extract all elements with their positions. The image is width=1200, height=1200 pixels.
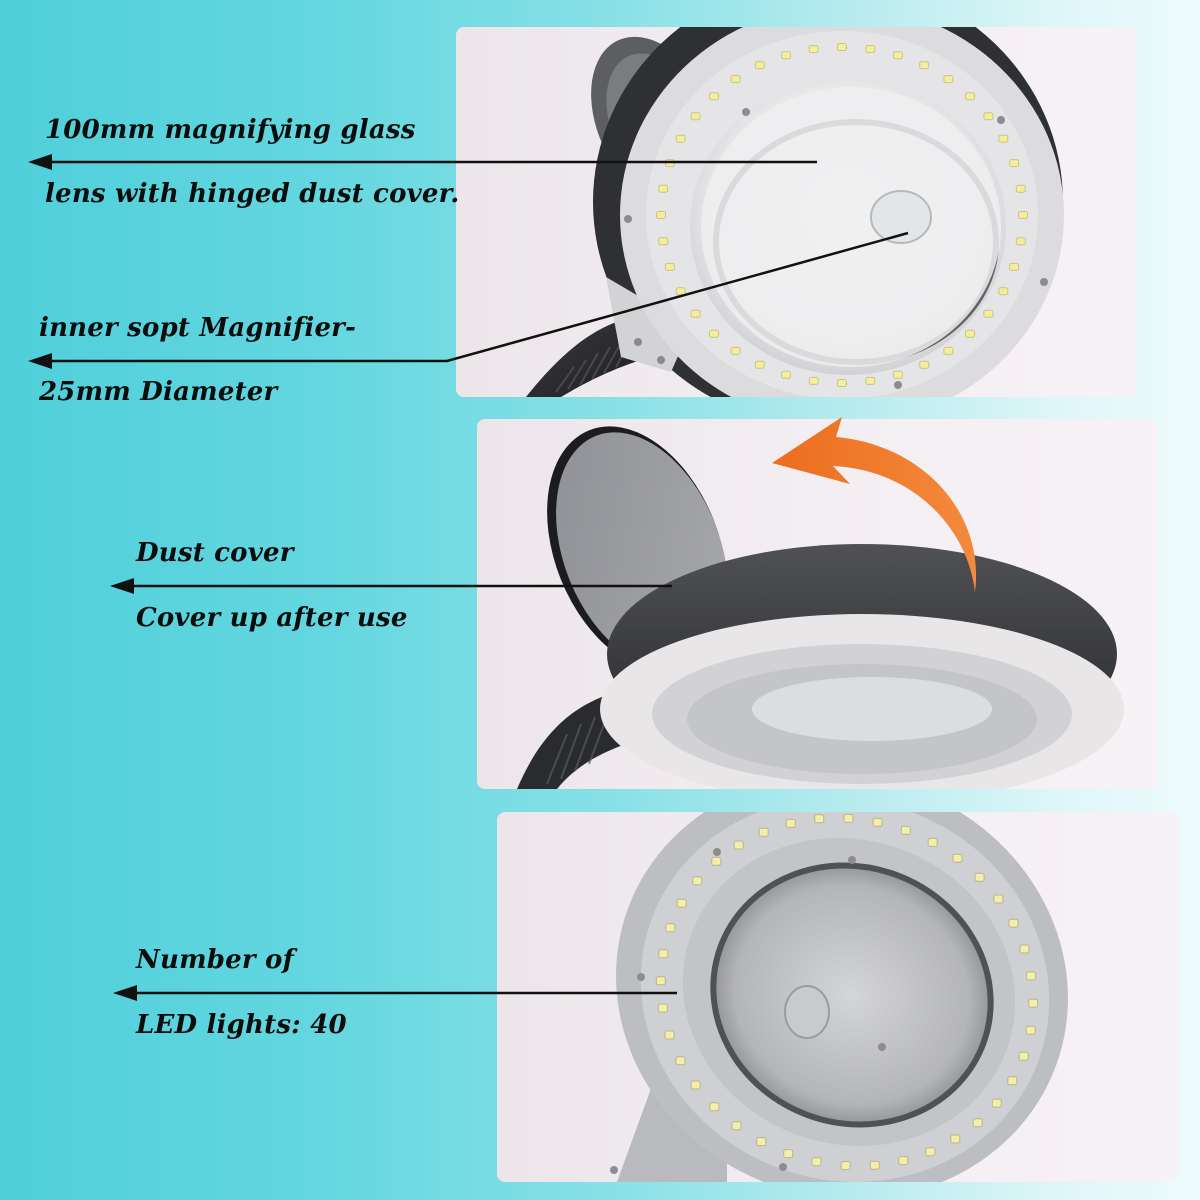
led-light <box>690 309 701 318</box>
led-light <box>1009 159 1020 168</box>
led-light <box>1019 944 1030 954</box>
callout-led-count-line1: Number of <box>136 945 294 975</box>
led-light <box>991 1098 1002 1108</box>
led-light <box>658 949 669 959</box>
callout-led-count-line2: LED lights: 40 <box>136 1010 347 1040</box>
led-light <box>655 976 666 986</box>
led-light <box>709 92 719 101</box>
led-light <box>675 287 686 296</box>
led-light <box>1007 1076 1018 1086</box>
led-light <box>925 1147 936 1157</box>
led-light <box>808 376 819 385</box>
led-light <box>919 61 930 70</box>
led-light <box>676 898 687 908</box>
led-light <box>1028 998 1039 1008</box>
led-light <box>983 112 994 121</box>
led-light <box>730 75 741 84</box>
led-light <box>664 159 675 168</box>
led-light <box>785 818 796 828</box>
led-light <box>1009 262 1020 271</box>
led-light <box>690 112 701 121</box>
led-light <box>950 1134 961 1144</box>
led-light <box>869 1160 880 1170</box>
callout-inner-spot-line1: inner sopt Magnifier- <box>39 313 357 343</box>
led-light <box>709 329 719 338</box>
led-light <box>731 1121 742 1131</box>
led-light <box>711 856 722 866</box>
led-light <box>892 51 903 60</box>
led-light <box>927 837 938 847</box>
led-light <box>965 92 975 101</box>
led-light <box>709 1102 720 1112</box>
led-light <box>1025 1025 1036 1035</box>
led-light <box>758 827 769 837</box>
led-light <box>837 379 847 387</box>
led-light <box>965 329 975 338</box>
led-light <box>754 360 765 369</box>
led-light <box>783 1149 794 1159</box>
led-light <box>943 346 954 355</box>
led-light <box>658 237 669 246</box>
product-photo-dust-cover-open <box>477 419 1158 789</box>
led-light <box>972 1118 983 1128</box>
led-light <box>943 75 954 84</box>
callout-inner-spot-line2: 25mm Diameter <box>39 377 278 407</box>
led-light <box>952 853 963 863</box>
led-light <box>1008 918 1019 928</box>
product-photo-led-ring <box>497 812 1178 1182</box>
led-light <box>919 360 930 369</box>
led-light <box>998 134 1009 143</box>
led-light <box>865 376 876 385</box>
led-light <box>690 1080 701 1090</box>
led-light <box>754 61 765 70</box>
led-light <box>892 370 903 379</box>
led-light <box>814 814 825 824</box>
led-light <box>1026 971 1037 981</box>
lamp-cover-open-illustration <box>517 426 1124 789</box>
callout-lens-line2: lens with hinged dust cover. <box>45 179 460 209</box>
led-light <box>1015 237 1026 246</box>
led-light <box>730 346 741 355</box>
led-light <box>993 894 1004 904</box>
led-light <box>781 370 792 379</box>
led-light <box>675 1056 686 1066</box>
led-light <box>656 211 666 219</box>
led-light <box>733 840 744 850</box>
lamp-front-illustration <box>526 27 1064 397</box>
led-light <box>657 1003 668 1013</box>
led-light <box>983 309 994 318</box>
led-light <box>664 1030 675 1040</box>
led-light <box>837 43 847 51</box>
led-light <box>756 1137 767 1147</box>
callout-dust-cover-line2: Cover up after use <box>136 603 408 633</box>
callout-lens-line1: 100mm magnifying glass <box>45 115 416 145</box>
led-light <box>898 1156 909 1166</box>
led-light <box>840 1161 851 1171</box>
led-light <box>843 813 854 823</box>
led-light <box>808 45 819 54</box>
led-light <box>998 287 1009 296</box>
led-light <box>974 872 985 882</box>
led-light <box>675 134 686 143</box>
callout-dust-cover-line1: Dust cover <box>136 538 294 568</box>
led-light <box>865 45 876 54</box>
led-light <box>1015 184 1026 193</box>
led-light <box>658 184 669 193</box>
led-ring-illustration <box>610 812 1068 1182</box>
led-light <box>1018 1051 1029 1061</box>
led-light <box>900 825 911 835</box>
led-light <box>781 51 792 60</box>
led-light <box>665 923 676 933</box>
led-light <box>872 817 883 827</box>
led-light <box>692 876 703 886</box>
led-light <box>1018 211 1028 219</box>
led-light <box>811 1157 822 1167</box>
led-light <box>664 262 675 271</box>
product-photo-lens-front <box>456 27 1137 397</box>
